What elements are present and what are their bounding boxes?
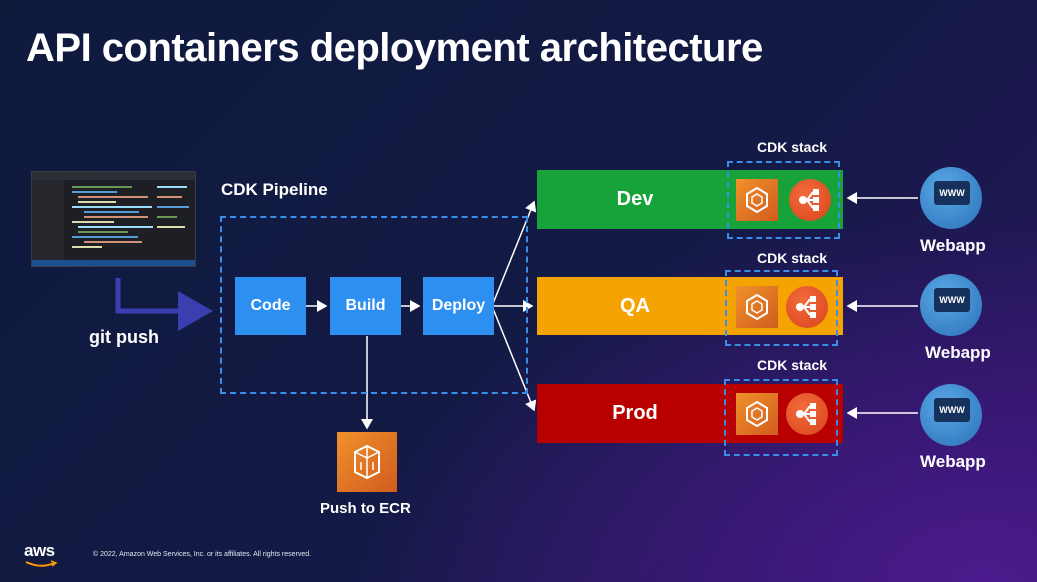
www-client-icon: WWW — [920, 274, 982, 336]
qa-stack-boundary — [725, 270, 838, 346]
load-balancer-icon — [786, 393, 828, 435]
pipeline-boundary — [220, 216, 528, 394]
dev-client-label: Webapp — [920, 236, 986, 255]
env-dev-name: Dev — [616, 188, 654, 210]
ecr-icon — [337, 432, 397, 492]
ecr-label: Push to ECR — [320, 500, 411, 517]
git-push-arrow — [115, 278, 213, 331]
prod-stack-boundary — [724, 379, 838, 456]
ecs-container-icon — [736, 286, 778, 328]
aws-logo-smile — [25, 560, 58, 567]
www-client-icon: WWW — [920, 384, 982, 446]
stage-code: Code — [235, 277, 306, 335]
load-balancer-icon — [789, 179, 831, 221]
prod-client-label: Webapp — [920, 452, 986, 471]
git-push-label: git push — [89, 327, 159, 347]
ecs-container-icon — [736, 179, 778, 221]
stage-deploy: Deploy — [423, 277, 494, 335]
copyright-footer: © 2022, Amazon Web Services, Inc. or its… — [93, 551, 312, 558]
qa-client-label: Webapp — [925, 343, 991, 362]
load-balancer-icon — [786, 286, 828, 328]
dev-stack-label: CDK stack — [757, 139, 828, 155]
prod-stack-label: CDK stack — [757, 357, 828, 373]
stage-build: Build — [330, 277, 401, 335]
dev-stack-boundary — [727, 161, 840, 239]
aws-logo: aws — [24, 541, 55, 560]
env-qa-name: QA — [620, 294, 650, 317]
slide-title: API containers deployment architecture — [26, 26, 763, 70]
env-prod-name: Prod — [612, 402, 658, 424]
www-text: WWW — [934, 398, 970, 422]
qa-stack-label: CDK stack — [757, 250, 828, 266]
ecs-container-icon — [736, 393, 778, 435]
www-text: WWW — [934, 288, 970, 312]
pipeline-label: CDK Pipeline — [221, 180, 328, 199]
code-editor-thumbnail — [31, 171, 196, 267]
www-client-icon: WWW — [920, 167, 982, 229]
www-text: WWW — [934, 181, 970, 205]
